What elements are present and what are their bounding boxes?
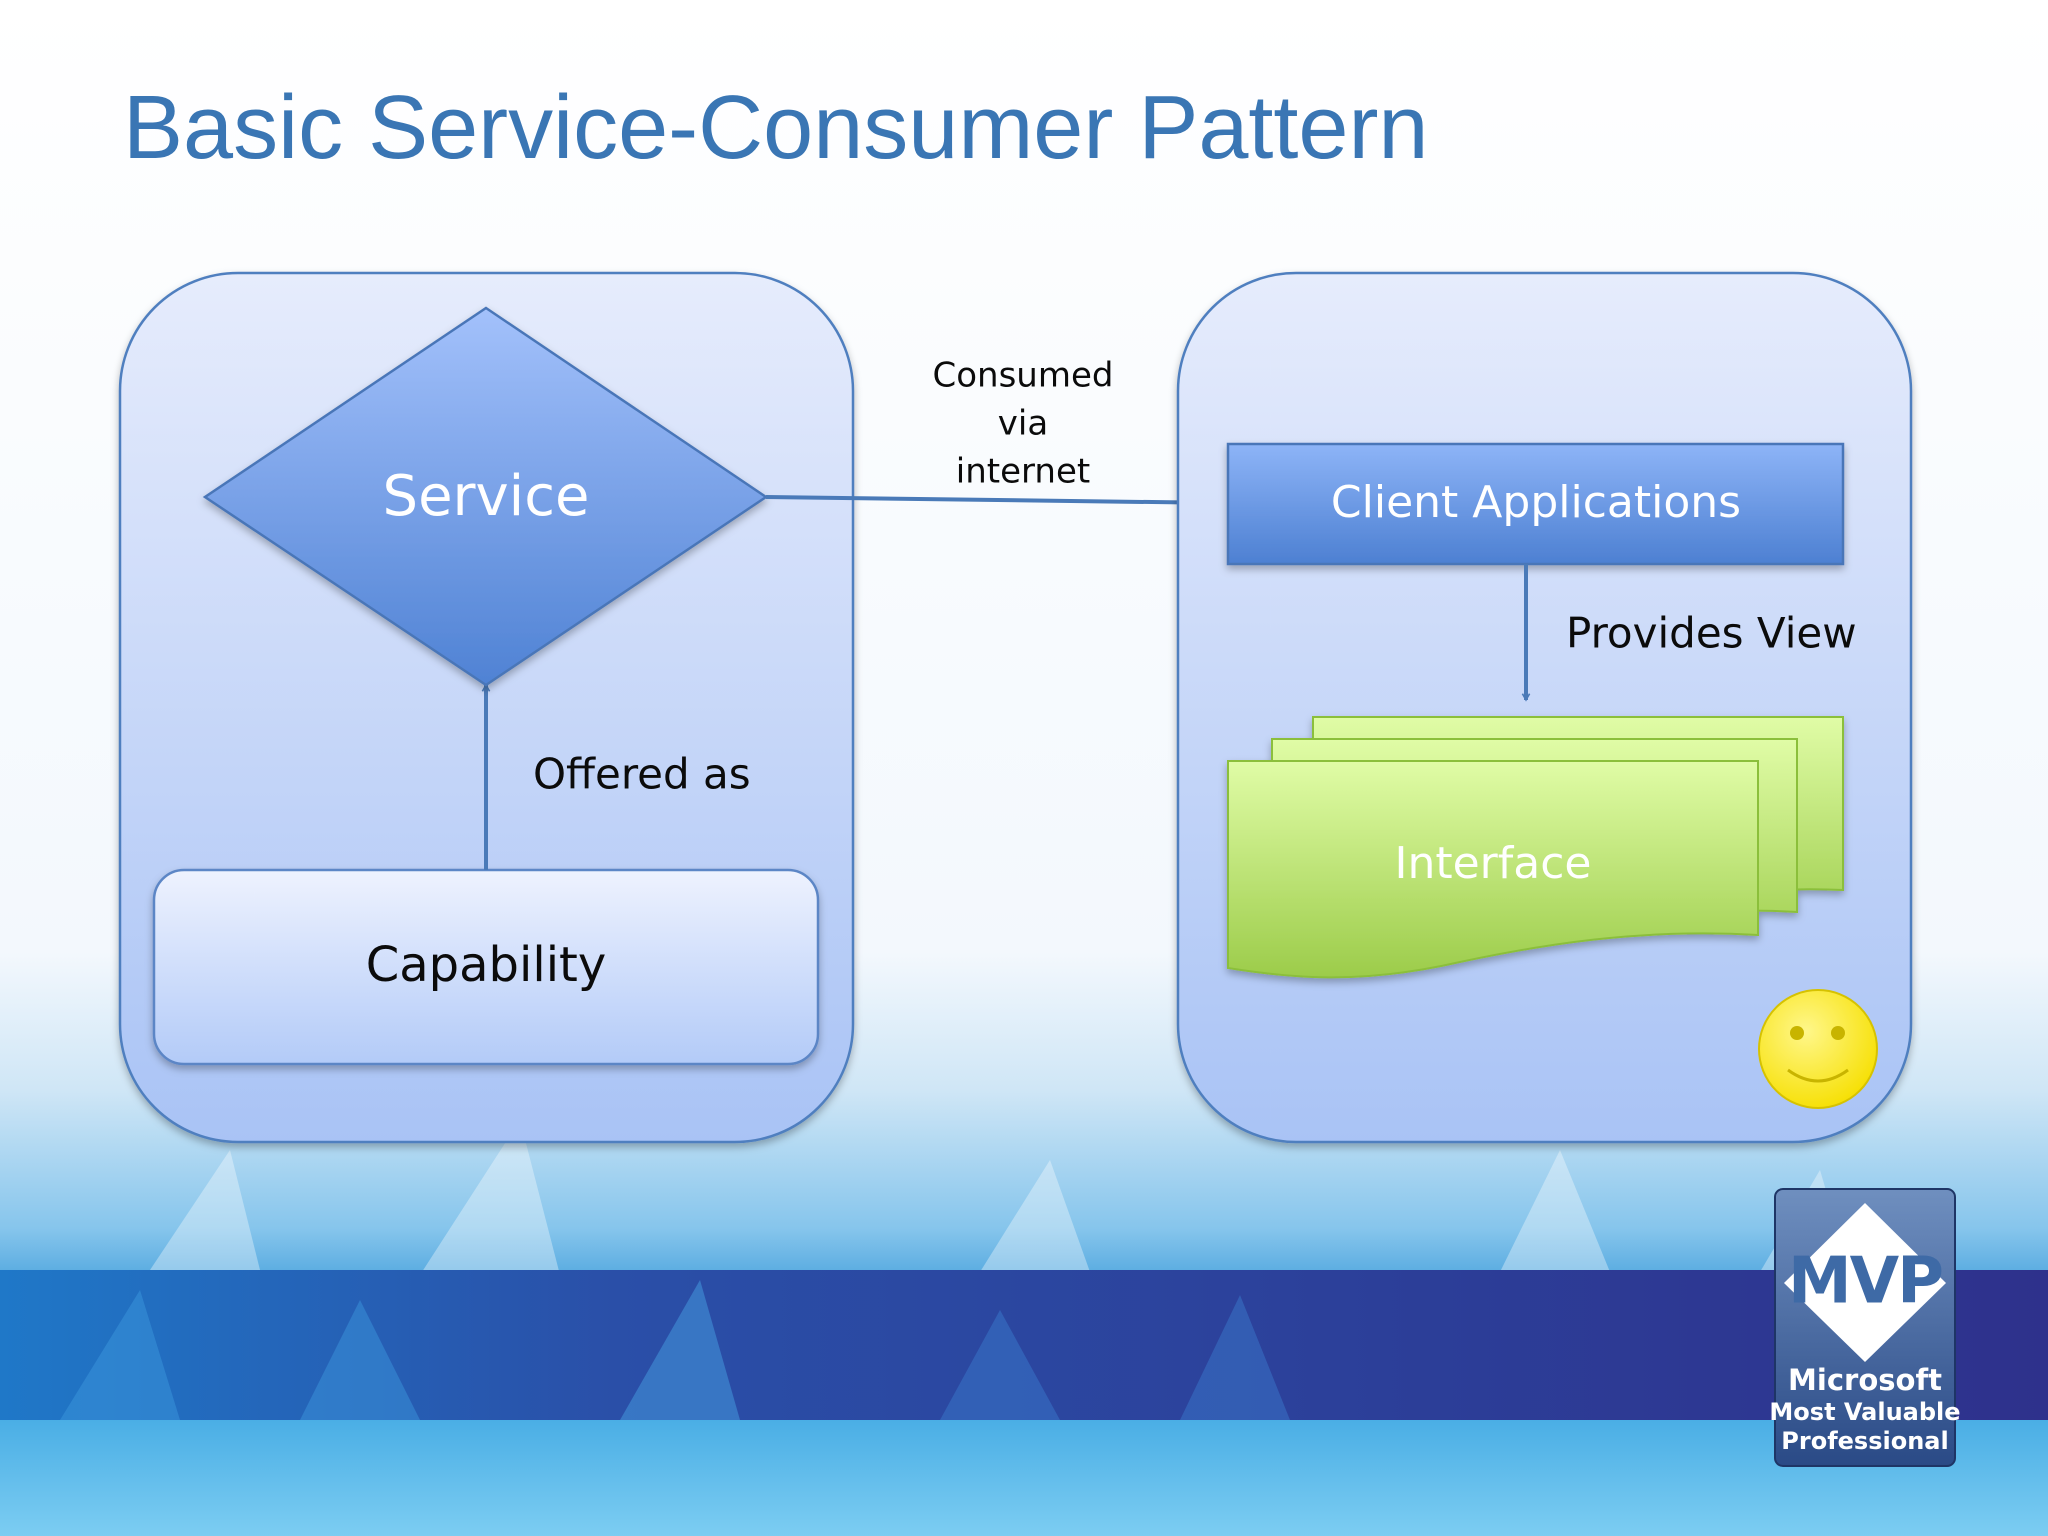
background-band-dark — [0, 1270, 2048, 1420]
mvp-badge-mvp: MVP — [1788, 1245, 1942, 1319]
service-node[interactable] — [202, 306, 769, 687]
mvp-badge-microsoft: Microsoft — [1788, 1363, 1942, 1397]
provides-view-label: Provides View — [1566, 609, 1857, 658]
consumed-via-internet-arrow — [765, 495, 1227, 508]
background-band-light — [0, 1420, 2048, 1536]
interface-node[interactable] — [1227, 716, 1844, 979]
mvp-badge-line2: Most Valuable — [1769, 1398, 1960, 1426]
slide-title: Basic Service-Consumer Pattern — [123, 78, 1429, 178]
consumed-label-line1: Consumed — [933, 356, 1114, 396]
client-applications-node[interactable] — [1226, 442, 1845, 566]
interface-sheet-front — [1227, 760, 1759, 979]
consumed-label-line3: internet — [956, 452, 1090, 492]
interface-label: Interface — [1395, 838, 1592, 889]
offered-as-label: Offered as — [533, 750, 751, 799]
mvp-badge-logo: MVP Microsoft Most Valuable Professional — [1769, 1188, 1961, 1467]
consumed-label-line2: via — [998, 404, 1048, 444]
capability-label: Capability — [366, 937, 607, 993]
smiley-face-icon — [1758, 989, 1878, 1109]
service-label: Service — [383, 464, 590, 529]
client-applications-label: Client Applications — [1331, 477, 1741, 528]
mvp-badge-line3: Professional — [1781, 1427, 1948, 1455]
background-band-streaks — [60, 1280, 1290, 1420]
